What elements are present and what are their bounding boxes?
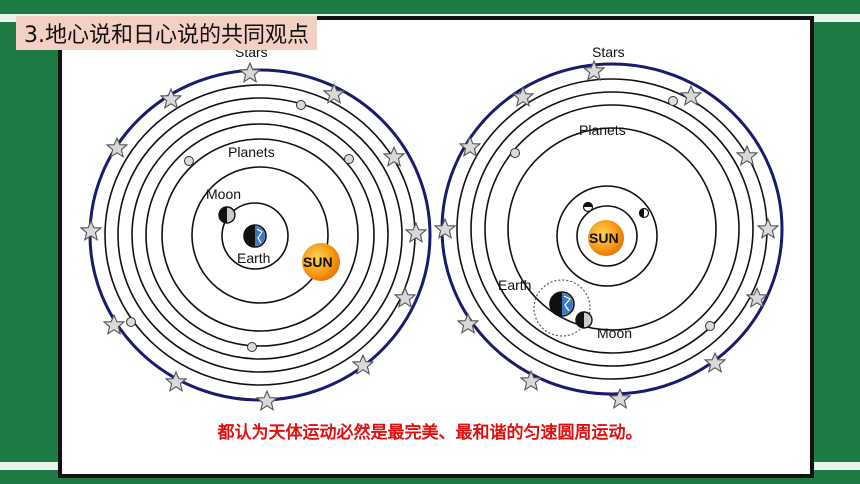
planet <box>126 317 136 327</box>
earth-icon <box>243 224 267 248</box>
orbit-ring <box>484 104 740 354</box>
orbit-ring <box>576 205 638 267</box>
orbit-ring <box>161 138 359 332</box>
moon-icon <box>218 206 236 224</box>
star-icon <box>457 313 479 334</box>
title-box: 3.地心说和日心说的共同观点 <box>16 16 317 50</box>
moon-label: Moon <box>597 325 632 341</box>
sun-orbit <box>191 166 329 304</box>
earth-label: Earth <box>237 250 270 266</box>
star-icon <box>256 390 278 411</box>
inner-planet <box>638 207 650 219</box>
caption-text: 都认为天体运动必然是最完美、最和谐的匀速圆周运动。 <box>217 423 643 443</box>
star-icon <box>405 222 427 243</box>
orbit-ring <box>145 123 375 347</box>
orbit-ring <box>556 185 658 287</box>
star-icon <box>106 137 128 158</box>
page-title: 3.地心说和日心说的共同观点 <box>24 23 309 48</box>
star-icon <box>459 136 481 157</box>
star-icon <box>736 145 758 166</box>
heliocentric-model: Stars Planets SUN Earth Moon <box>434 44 784 409</box>
sun-icon <box>588 220 624 256</box>
planet <box>184 156 194 166</box>
planets-label: Planets <box>228 144 275 160</box>
planet <box>510 148 520 158</box>
planet <box>247 342 257 352</box>
moon-orbit-dashed <box>533 279 591 337</box>
sun-icon <box>302 243 340 281</box>
star-icon <box>757 218 779 239</box>
star-icon <box>239 62 261 83</box>
orbit-ring <box>131 110 389 360</box>
sun-label: SUN <box>589 230 619 246</box>
sun-label: SUN <box>303 254 333 270</box>
moon-icon <box>575 311 593 329</box>
moon-label: Moon <box>206 186 241 202</box>
planet <box>705 321 715 331</box>
planet <box>668 96 678 106</box>
moon-orbit <box>221 202 289 270</box>
planet <box>344 154 354 164</box>
inner-planet <box>582 201 594 213</box>
planets-label: Planets <box>579 122 626 138</box>
star-icon <box>434 218 456 239</box>
earth-orbit <box>507 127 717 331</box>
star-icon <box>512 86 534 107</box>
earth-icon <box>549 291 575 317</box>
geocentric-model: Stars Planets Moon Earth SUN <box>80 44 432 411</box>
orbit-ring <box>470 91 754 367</box>
stars-label: Stars <box>592 44 625 60</box>
orbit-ring <box>117 97 403 373</box>
planet <box>296 100 306 110</box>
star-icon <box>520 370 542 391</box>
earth-label: Earth <box>498 277 531 293</box>
star-icon <box>680 85 702 106</box>
